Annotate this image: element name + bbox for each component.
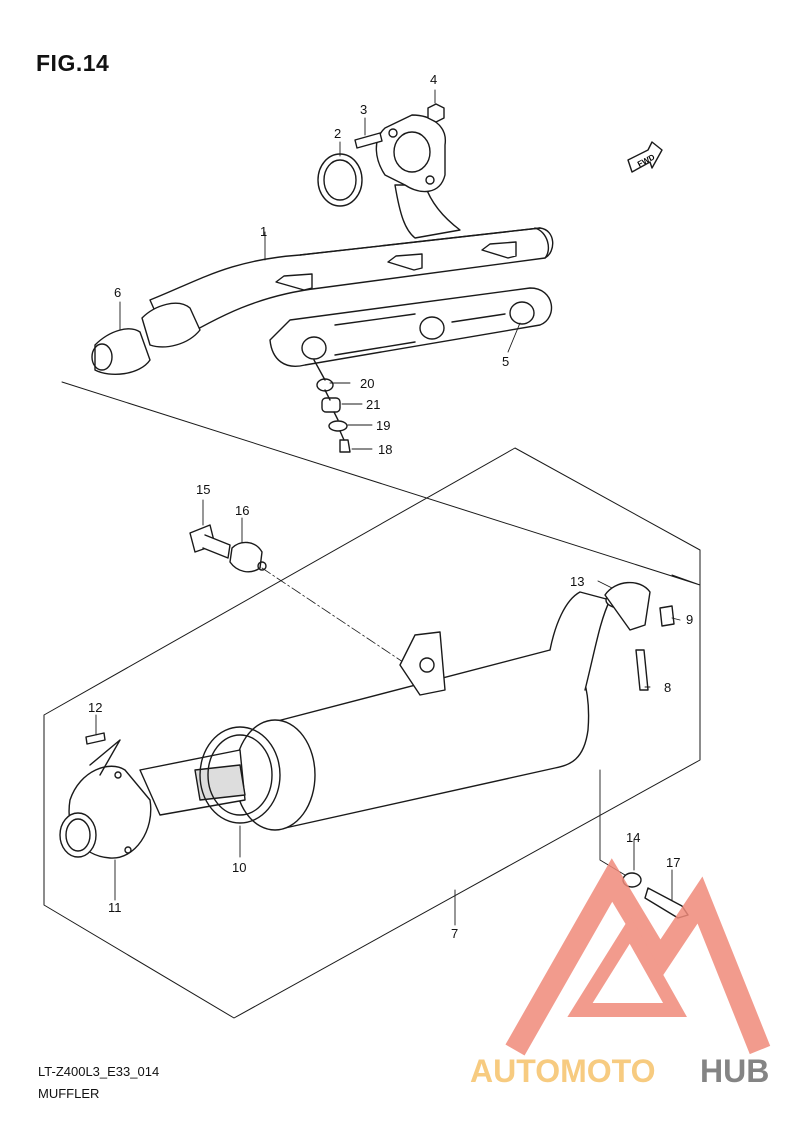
callout-1: 1 (260, 224, 267, 239)
callout-11: 11 (108, 900, 122, 915)
screw-part (85, 732, 106, 745)
connector-gasket-part (91, 302, 201, 375)
nut-part (427, 103, 445, 123)
stud-bolt-part (354, 132, 383, 149)
callout-19: 19 (376, 418, 390, 433)
callout-8: 8 (664, 680, 671, 695)
automotohub-logo: AUTOMOTO HUB (470, 858, 771, 1089)
callout-5: 5 (502, 354, 509, 369)
callout-2: 2 (334, 126, 341, 141)
muffler-body-part (139, 591, 635, 831)
figure-title: FIG.14 (36, 50, 110, 76)
gasket-ring-part (317, 153, 363, 207)
callout-15: 15 (196, 482, 210, 497)
callout-21: 21 (366, 397, 380, 412)
callout-9: 9 (686, 612, 693, 627)
callout-16: 16 (235, 503, 249, 518)
callout-12: 12 (88, 700, 102, 715)
callout-4: 4 (430, 72, 437, 87)
logo-text-automoto: AUTOMOTO (470, 1053, 655, 1089)
pipe-group-outline (61, 381, 701, 586)
callout-7: 7 (451, 926, 458, 941)
tail-cap-part (59, 739, 152, 859)
figure-code: LT-Z400L3_E33_014 (38, 1064, 160, 1079)
figure-name: MUFFLER (38, 1086, 100, 1101)
callout-14: 14 (626, 830, 640, 845)
callout-6: 6 (114, 285, 121, 300)
washer-bushing-stack (313, 359, 351, 453)
mount-bolt-part (189, 524, 231, 559)
flange-part (375, 114, 446, 193)
callout-17: 17 (666, 855, 680, 870)
callout-18: 18 (378, 442, 392, 457)
heat-shield-part (269, 287, 553, 367)
callout-3: 3 (360, 102, 367, 117)
fwd-arrow-icon (627, 141, 663, 173)
clamp-part (604, 581, 675, 691)
logo-text-hub: HUB (700, 1053, 769, 1089)
callout-13: 13 (570, 574, 584, 589)
leader-lines (95, 89, 681, 926)
exhaust-pipe-part (149, 184, 554, 346)
cushion-part (229, 541, 267, 573)
muffler-gasket-part (199, 726, 281, 824)
muffler-group-outline (43, 447, 701, 1019)
callout-10: 10 (232, 860, 246, 875)
callout-numbers: 1 2 3 4 5 6 7 8 9 10 11 12 13 14 15 16 1… (88, 72, 693, 941)
callout-20: 20 (360, 376, 374, 391)
